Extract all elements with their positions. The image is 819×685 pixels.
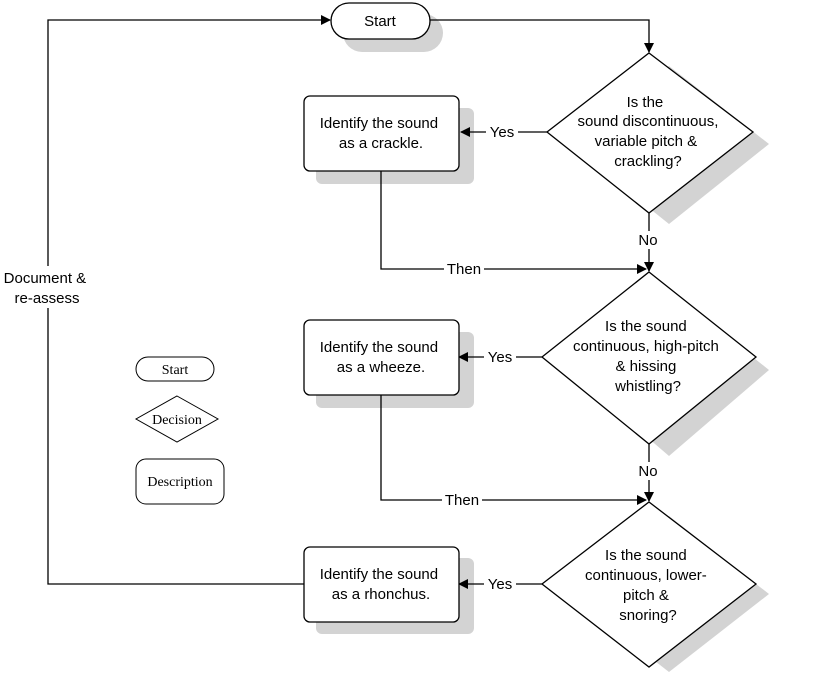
document-reassess-label: Document & re-assess (4, 270, 91, 307)
decision-2-text: Is the sound continuous, high-pitch & hi… (573, 318, 723, 395)
description-box-wheeze (303, 319, 460, 396)
no-label-2: No (638, 463, 657, 480)
no-label-1: No (638, 232, 657, 249)
description-crackle-text: Identify the sound as a crackle. (320, 115, 443, 152)
decision-1-diamond (545, 52, 755, 214)
legend-decision-label: Decision (152, 413, 202, 428)
edge-labels: Yes Yes Yes No No Then Then Document & r… (2, 123, 662, 593)
yes-label-1: Yes (490, 124, 514, 141)
legend-decision-shape (134, 395, 220, 443)
decision-3-diamond (540, 501, 758, 668)
start-label: Start (364, 13, 397, 30)
description-box-rhonchus (303, 546, 460, 623)
decision-1-text: Is the sound discontinuous, variable pit… (577, 94, 722, 170)
then-label-2: Then (445, 492, 479, 509)
then-label-1: Then (447, 261, 481, 278)
edge-crackle-then (380, 171, 647, 274)
legend-start-shape (135, 356, 215, 382)
description-box-crackle (303, 95, 460, 172)
legend: Start Decision Description (134, 356, 225, 505)
description-rhonchus-text: Identify the sound as a rhonchus. (320, 566, 443, 603)
edge-wheeze-then (380, 395, 647, 505)
edge-start-to-decision-1 (430, 19, 654, 53)
description-wheeze-text: Identify the sound as a wheeze. (320, 339, 443, 376)
decision-2-diamond (540, 271, 758, 445)
legend-description-label: Description (147, 475, 212, 490)
yes-label-3: Yes (488, 576, 512, 593)
legend-start-label: Start (162, 363, 189, 378)
yes-label-2: Yes (488, 349, 512, 366)
legend-description-shape (135, 458, 225, 505)
start-terminal (330, 2, 431, 40)
decision-3-text: Is the sound continuous, lower- pitch & … (585, 547, 711, 624)
